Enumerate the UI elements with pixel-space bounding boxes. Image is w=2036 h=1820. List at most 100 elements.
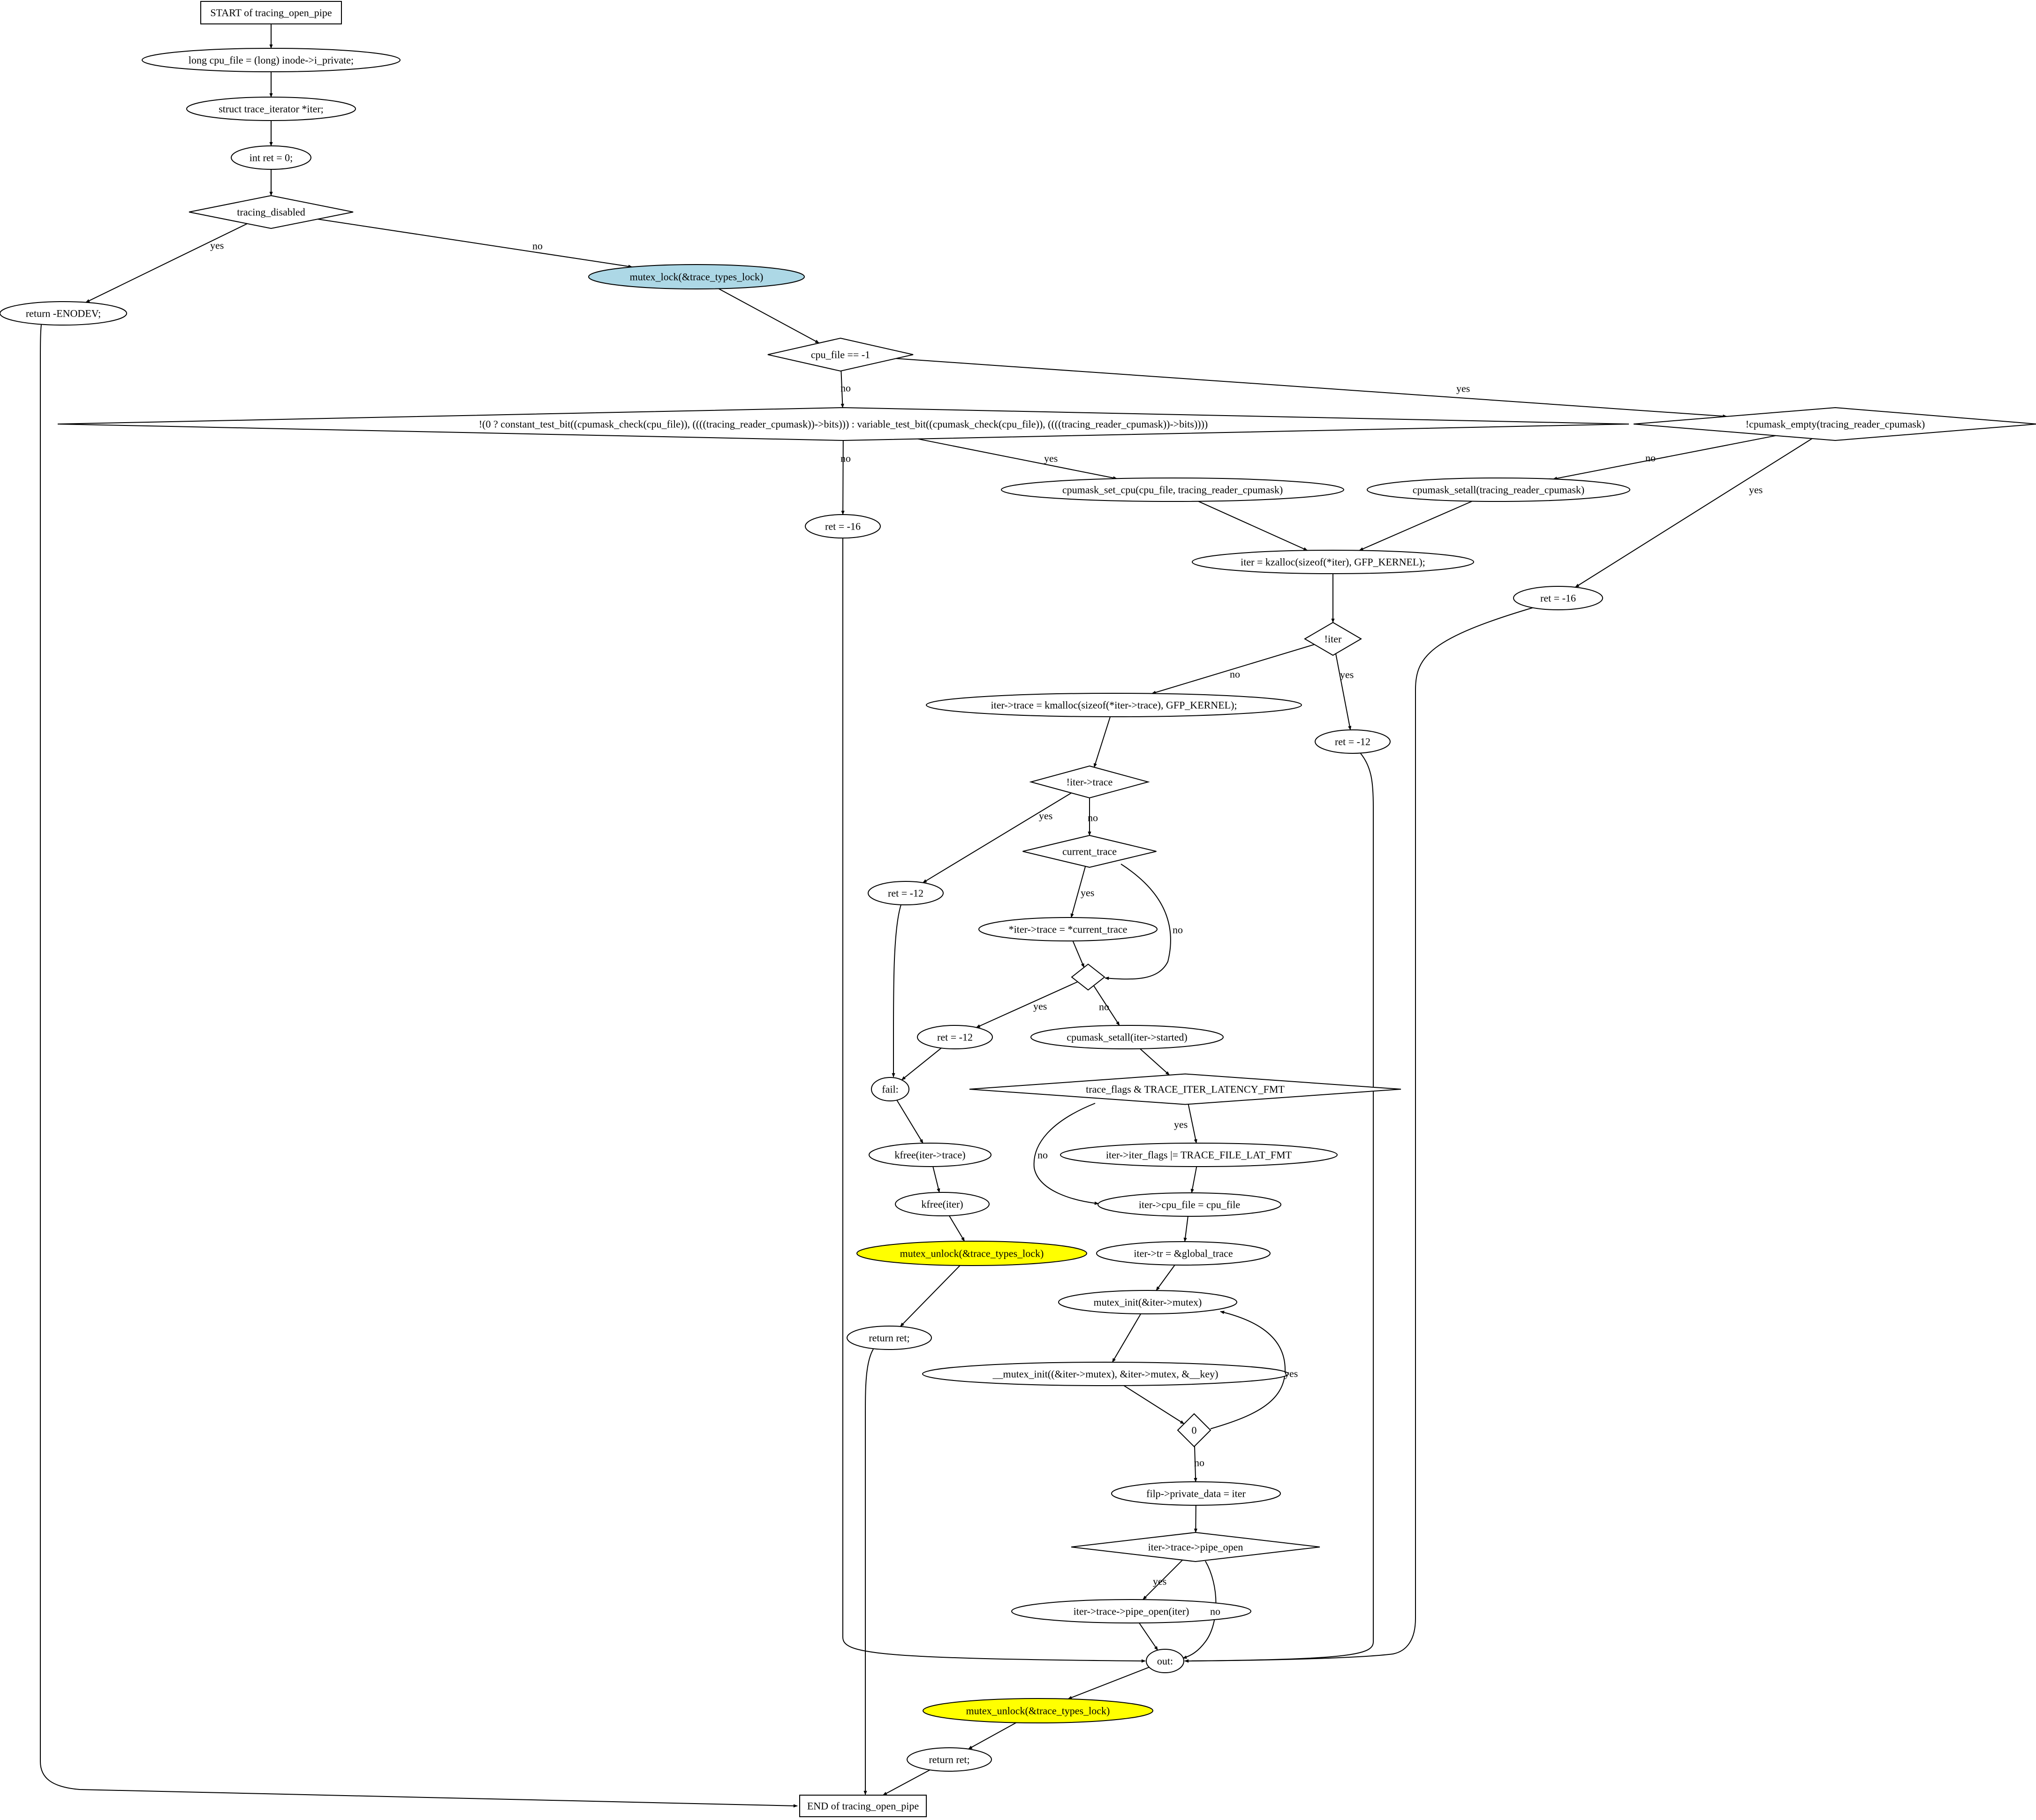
node-ret12b: ret = -12 bbox=[868, 881, 944, 905]
node-shape-diamond bbox=[189, 195, 354, 229]
node-shape-ellipse bbox=[895, 1192, 990, 1216]
node-shape-ellipse bbox=[869, 1143, 992, 1167]
edge-pipeopen-to-out bbox=[1139, 1623, 1158, 1651]
node-shape-ellipse bbox=[1192, 550, 1474, 574]
edges-layer bbox=[40, 24, 1813, 1808]
edge-ret12b-to-fail bbox=[892, 904, 901, 1077]
node-label: out: bbox=[1157, 1655, 1173, 1667]
node-label: ret = -16 bbox=[825, 521, 861, 532]
edge-cpufile-to-globaltr bbox=[1183, 1216, 1188, 1242]
node-fail: fail: bbox=[871, 1077, 909, 1101]
node-label: iter->trace->pipe_open bbox=[1148, 1541, 1243, 1553]
edge-label-yes: yes bbox=[1033, 1001, 1047, 1012]
edge-d10-to-mutexinit bbox=[1210, 1311, 1286, 1429]
node-label: mutex_unlock(&trace_types_lock) bbox=[900, 1248, 1044, 1259]
node-shape-diamond bbox=[969, 1073, 1401, 1105]
node-shape-ellipse bbox=[1030, 1025, 1224, 1049]
edge-setstarted-to-d9 bbox=[1140, 1048, 1170, 1076]
edge-globaltr-to-mutexinit bbox=[1156, 1265, 1175, 1291]
node-label: iter->trace->pipe_open(iter) bbox=[1074, 1606, 1189, 1617]
node-setall: cpumask_setall(tracing_reader_cpumask) bbox=[1367, 478, 1630, 502]
edge-label-yes: yes bbox=[1081, 887, 1094, 899]
edge-fail-to-kfree1 bbox=[896, 1100, 923, 1144]
edge-label-yes: yes bbox=[1749, 484, 1763, 496]
edge-d2-to-d4 bbox=[896, 358, 1727, 418]
node-label: __mutex_init((&iter->mutex), &iter->mute… bbox=[992, 1368, 1219, 1380]
edge-ret16b-to-out bbox=[1184, 607, 1534, 1663]
node-label: !iter->trace bbox=[1067, 776, 1113, 788]
node-shape-ellipse bbox=[1315, 729, 1391, 754]
node-mutexinit2: __mutex_init((&iter->mutex), &iter->mute… bbox=[922, 1362, 1289, 1386]
node-label: trace_flags & TRACE_ITER_LATENCY_FMT bbox=[1086, 1084, 1285, 1095]
node-globaltr: iter->tr = &global_trace bbox=[1096, 1241, 1271, 1266]
node-setstarted: cpumask_setall(iter->started) bbox=[1030, 1025, 1224, 1049]
node-shape-ellipse bbox=[1146, 1649, 1184, 1673]
node-unlock2: mutex_unlock(&trace_types_lock) bbox=[923, 1698, 1153, 1723]
node-shape-ellipse bbox=[1367, 478, 1630, 502]
node-ret_enodev: return -ENODEV; bbox=[0, 301, 127, 326]
node-label: cpumask_setall(tracing_reader_cpumask) bbox=[1413, 484, 1585, 496]
edge-ret_enodev-to-end bbox=[40, 324, 798, 1808]
node-d4: !cpumask_empty(tracing_reader_cpumask) bbox=[1633, 407, 2036, 441]
edge-d2-to-d3 bbox=[840, 371, 844, 408]
node-label: mutex_lock(&trace_types_lock) bbox=[630, 271, 764, 283]
node-shape-ellipse bbox=[923, 1698, 1153, 1723]
node-ret12c: ret = -12 bbox=[917, 1025, 993, 1049]
node-n1: long cpu_file = (long) inode->i_private; bbox=[142, 48, 401, 72]
edge-label-yes: yes bbox=[1340, 669, 1354, 681]
node-n2: struct trace_iterator *iter; bbox=[186, 97, 356, 121]
edge-d9-to-iterflags bbox=[1188, 1104, 1197, 1144]
node-shape-diamond bbox=[1071, 1532, 1320, 1562]
node-d5: !iter bbox=[1304, 622, 1362, 656]
edge-ret2-to-end bbox=[882, 1769, 931, 1796]
node-label: tracing_disabled bbox=[237, 206, 305, 218]
node-shape-ellipse bbox=[871, 1077, 909, 1101]
edge-unlock1-to-ret1 bbox=[900, 1265, 961, 1327]
node-label: ret = -12 bbox=[937, 1031, 973, 1043]
node-label: ret = -16 bbox=[1540, 592, 1576, 604]
node-ret2: return ret; bbox=[907, 1747, 992, 1772]
node-shape-ellipse bbox=[231, 145, 311, 170]
node-shape-ellipse bbox=[856, 1241, 1087, 1266]
node-shape-ellipse bbox=[0, 301, 127, 326]
node-label: long cpu_file = (long) inode->i_private; bbox=[189, 54, 354, 66]
edge-d8-to-setstarted bbox=[1093, 985, 1120, 1026]
edge-out-to-unlock2 bbox=[1067, 1667, 1150, 1699]
edge-label-no: no bbox=[1210, 1606, 1220, 1617]
node-shape-ellipse bbox=[847, 1326, 932, 1350]
node-kzalloc: iter = kzalloc(sizeof(*iter), GFP_KERNEL… bbox=[1192, 550, 1474, 574]
node-shape-ellipse bbox=[926, 693, 1302, 717]
node-end: END of tracing_open_pipe bbox=[799, 1795, 927, 1817]
edge-label-yes: yes bbox=[1284, 1368, 1298, 1380]
edge-d1-to-ret_enodev bbox=[85, 223, 248, 303]
node-unlock1: mutex_unlock(&trace_types_lock) bbox=[856, 1241, 1087, 1266]
edge-iterflags-to-cpufile bbox=[1190, 1166, 1197, 1193]
edge-ret16a-to-out bbox=[842, 538, 1146, 1663]
node-d1: tracing_disabled bbox=[189, 195, 354, 229]
node-ret1: return ret; bbox=[847, 1326, 932, 1350]
node-label: mutex_unlock(&trace_types_lock) bbox=[966, 1705, 1110, 1717]
node-shape-ellipse bbox=[868, 881, 944, 905]
node-kfree1: kfree(iter->trace) bbox=[869, 1143, 992, 1167]
edge-d3-to-setcpu bbox=[917, 438, 1118, 480]
edge-label-no: no bbox=[1037, 1149, 1048, 1161]
node-ret12a: ret = -12 bbox=[1315, 729, 1391, 754]
node-label: iter->tr = &global_trace bbox=[1134, 1248, 1233, 1259]
node-shape-ellipse bbox=[1058, 1290, 1237, 1314]
node-shape-ellipse bbox=[1060, 1143, 1338, 1167]
node-pipeopen: iter->trace->pipe_open(iter) bbox=[1011, 1599, 1251, 1623]
node-label: ret = -12 bbox=[888, 887, 923, 899]
node-label: struct trace_iterator *iter; bbox=[219, 103, 324, 115]
node-shape-ellipse bbox=[142, 48, 401, 72]
node-shape-ellipse bbox=[186, 97, 356, 121]
node-label: !(0 ? constant_test_bit((cpumask_check(c… bbox=[479, 418, 1208, 430]
node-label: fail: bbox=[882, 1084, 898, 1095]
node-label: return -ENODEV; bbox=[26, 308, 101, 319]
node-privdata: filp->private_data = iter bbox=[1111, 1481, 1281, 1506]
node-label: !cpumask_empty(tracing_reader_cpumask) bbox=[1746, 418, 1925, 430]
node-iterflags: iter->iter_flags |= TRACE_FILE_LAT_FMT bbox=[1060, 1143, 1338, 1167]
node-shape-ellipse bbox=[588, 264, 805, 289]
node-shape-diamond bbox=[1304, 622, 1362, 656]
